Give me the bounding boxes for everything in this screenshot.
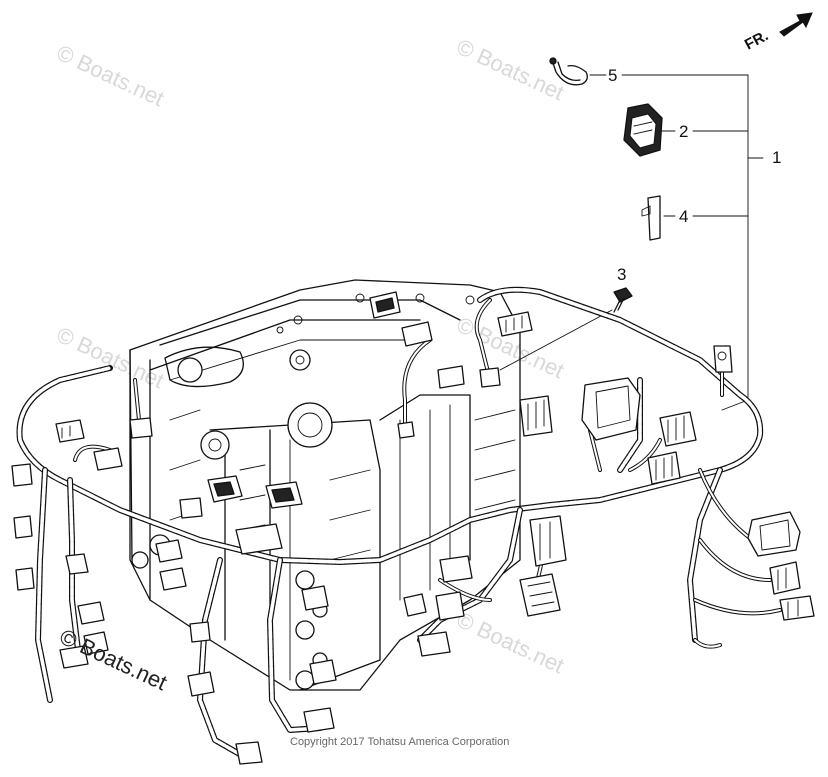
part-3-bolt — [613, 287, 633, 313]
callout-2: 2 — [679, 122, 688, 141]
connectors — [11, 291, 815, 765]
watermark-bottom-center: © Boats.net — [453, 607, 568, 678]
callout-5: 5 — [608, 66, 617, 85]
callout-numbers: 1 2 3 4 5 — [608, 66, 781, 284]
watermark-top-center: © Boats.net — [453, 34, 568, 105]
part-5-clip — [549, 57, 588, 86]
fr-label: FR. — [742, 27, 771, 53]
watermark-top-left: © Boats.net — [53, 40, 168, 111]
copyright-text: Copyright 2017 Tohatsu America Corporati… — [290, 736, 509, 748]
part-2-grommet — [623, 103, 663, 157]
watermark-mid-left: © Boats.net — [53, 322, 168, 393]
callout-1: 1 — [772, 148, 781, 167]
arrow-icon — [779, 12, 813, 37]
part-4-band — [641, 195, 661, 241]
front-direction-arrow: FR. — [742, 12, 813, 54]
callout-4: 4 — [679, 207, 688, 226]
callout-3: 3 — [617, 265, 626, 284]
